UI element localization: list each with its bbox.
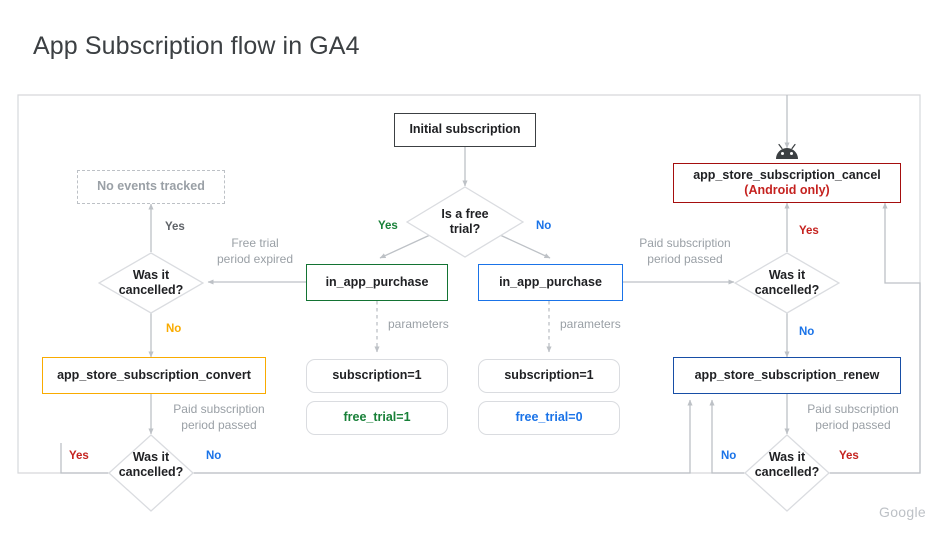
edge-label-paid-period-left: Paid subscription period passed xyxy=(164,402,274,433)
cancelled-right-top-line1: Was it xyxy=(768,268,806,282)
node-cancelled-right-bottom-label: Was it cancelled? xyxy=(744,434,830,528)
node-cancelled-left-top-label: Was it cancelled? xyxy=(98,252,204,314)
param-subscription-free-label: subscription=1 xyxy=(332,368,422,383)
param-subscription-free: subscription=1 xyxy=(306,359,448,393)
edge-label-left-bottom-yes: Yes xyxy=(69,450,89,462)
edge-label-right-top-no: No xyxy=(799,326,815,338)
cancelled-right-top-line2: cancelled? xyxy=(754,283,820,297)
node-initial-subscription-label: Initial subscription xyxy=(409,122,521,137)
edge-label-right-bottom-no: No xyxy=(721,450,737,462)
cancelled-left-top-line2: cancelled? xyxy=(118,283,184,297)
node-cancelled-left-bottom[interactable]: Was it cancelled? xyxy=(108,434,194,512)
node-is-free-trial-label: Is a free trial? xyxy=(406,186,524,258)
edge-label-paid-period-right: Paid subscription period passed xyxy=(798,402,908,433)
node-in-app-purchase-paid[interactable]: in_app_purchase xyxy=(478,264,623,301)
node-cancelled-left-top[interactable]: Was it cancelled? xyxy=(98,252,204,314)
node-is-free-trial[interactable]: Is a free trial? xyxy=(406,186,524,258)
node-no-events-tracked-label: No events tracked xyxy=(97,179,205,194)
cancelled-left-top-line1: Was it xyxy=(132,268,170,282)
node-app-store-subscription-convert[interactable]: app_store_subscription_convert xyxy=(42,357,266,394)
edge-label-left-top-no: No xyxy=(166,323,182,335)
param-free-trial-1-label: free_trial=1 xyxy=(343,410,411,425)
node-is-free-trial-line1: Is a free xyxy=(441,207,489,221)
diamond-shape xyxy=(98,252,204,314)
android-icon xyxy=(772,143,802,161)
edge-label-left-bottom-no: No xyxy=(206,450,222,462)
param-free-trial-0-label: free_trial=0 xyxy=(515,410,583,425)
edge-label-right-bottom-yes: Yes xyxy=(839,450,859,462)
paid-period-left-line1: Paid subscription xyxy=(173,402,265,416)
diamond-shape xyxy=(108,434,194,512)
cancelled-right-bottom-line2: cancelled? xyxy=(754,465,820,479)
edge-label-free-trial-period-expired: Free trial period expired xyxy=(212,236,298,267)
edge-label-free-trial-no: No xyxy=(536,220,552,232)
node-no-events-tracked: No events tracked xyxy=(77,170,225,204)
param-free-trial-0: free_trial=0 xyxy=(478,401,620,435)
page-title: App Subscription flow in GA4 xyxy=(33,32,360,60)
cancelled-right-bottom-line1: Was it xyxy=(768,450,806,464)
paid-period-right-line1: Paid subscription xyxy=(807,402,899,416)
node-cancelled-right-bottom[interactable]: Was it cancelled? xyxy=(744,434,830,512)
free-trial-expired-line2: period expired xyxy=(216,251,294,266)
node-convert-label: app_store_subscription_convert xyxy=(57,367,251,382)
edge-label-free-trial-yes: Yes xyxy=(378,220,398,232)
free-trial-expired-line1: Free trial xyxy=(231,236,279,250)
edge-label-parameters-free: parameters xyxy=(388,317,449,331)
cancelled-left-bottom-line2: cancelled? xyxy=(118,465,184,479)
edge-label-paid-period-top: Paid subscription period passed xyxy=(630,236,740,267)
paid-period-right-line2: period passed xyxy=(815,417,891,432)
paid-period-top-line1: Paid subscription xyxy=(639,236,731,250)
param-subscription-paid: subscription=1 xyxy=(478,359,620,393)
node-cancel-label: app_store_subscription_cancel xyxy=(693,167,881,182)
google-watermark: Google xyxy=(879,504,926,520)
diamond-shape xyxy=(734,252,840,314)
node-in-app-purchase-free-trial[interactable]: in_app_purchase xyxy=(306,264,448,301)
node-cancelled-right-top[interactable]: Was it cancelled? xyxy=(734,252,840,314)
node-cancelled-left-bottom-label: Was it cancelled? xyxy=(108,434,194,528)
node-app-store-subscription-cancel[interactable]: app_store_subscription_cancel (Android o… xyxy=(673,163,901,203)
node-is-free-trial-line2: trial? xyxy=(449,222,481,236)
node-renew-label: app_store_subscription_renew xyxy=(694,367,880,382)
diamond-shape xyxy=(406,186,524,258)
node-cancel-sublabel: (Android only) xyxy=(744,183,830,197)
param-free-trial-1: free_trial=1 xyxy=(306,401,448,435)
param-subscription-paid-label: subscription=1 xyxy=(504,368,594,383)
node-iap-paid-label: in_app_purchase xyxy=(499,274,602,289)
node-cancelled-right-top-label: Was it cancelled? xyxy=(734,252,840,314)
edge-label-parameters-paid: parameters xyxy=(560,317,621,331)
node-initial-subscription[interactable]: Initial subscription xyxy=(394,113,536,147)
edge-label-left-top-yes: Yes xyxy=(165,221,185,233)
paid-period-top-line2: period passed xyxy=(647,251,723,266)
edge-label-right-top-yes: Yes xyxy=(799,225,819,237)
cancelled-left-bottom-line1: Was it xyxy=(132,450,170,464)
node-app-store-subscription-renew[interactable]: app_store_subscription_renew xyxy=(673,357,901,394)
diamond-shape xyxy=(744,434,830,512)
paid-period-left-line2: period passed xyxy=(181,417,257,432)
node-iap-free-label: in_app_purchase xyxy=(325,274,429,289)
